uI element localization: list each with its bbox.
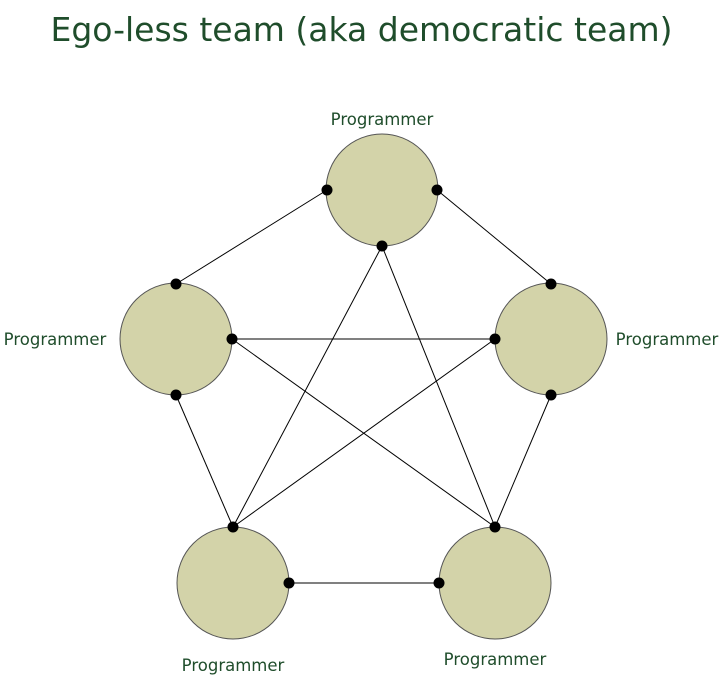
connector-dot-top [321, 184, 333, 196]
edge-top-to-bottom-right [381, 245, 496, 528]
edge-right-to-bottom-left [232, 338, 496, 528]
programmer-node-bottom-left [176, 526, 290, 640]
edges-layer [175, 189, 552, 584]
programmer-label-right: Programmer [616, 330, 719, 349]
connector-dot-bottom-left [283, 577, 295, 589]
connector-dot-bottom-left [227, 521, 239, 533]
edge-left-to-bottom-left [175, 394, 234, 528]
connector-dot-right [545, 278, 557, 290]
connector-dot-right [489, 333, 501, 345]
programmer-label-top: Programmer [331, 110, 434, 129]
programmer-label-bottom-left: Programmer [182, 656, 285, 675]
connector-dot-top [376, 240, 388, 252]
connector-dot-bottom-right [489, 521, 501, 533]
edge-top-to-left [175, 189, 328, 285]
nodes-layer [119, 133, 608, 640]
connector-dot-bottom-right [433, 577, 445, 589]
connector-dot-left [170, 389, 182, 401]
programmer-node-right [494, 282, 608, 396]
connector-dot-top [431, 184, 443, 196]
programmer-node-left [119, 282, 233, 396]
programmer-label-left: Programmer [4, 330, 107, 349]
edge-top-to-right [436, 189, 552, 285]
page-title: Ego-less team (aka democratic team) [50, 10, 673, 49]
edge-top-to-bottom-left [232, 245, 383, 528]
programmer-node-top [325, 133, 439, 247]
programmer-label-bottom-right: Programmer [444, 650, 547, 669]
connector-dot-left [170, 278, 182, 290]
edge-right-to-bottom-right [494, 394, 552, 528]
connector-dot-right [545, 389, 557, 401]
connector-dot-left [226, 333, 238, 345]
connector-dots-layer [170, 184, 557, 589]
programmer-node-bottom-right [438, 526, 552, 640]
